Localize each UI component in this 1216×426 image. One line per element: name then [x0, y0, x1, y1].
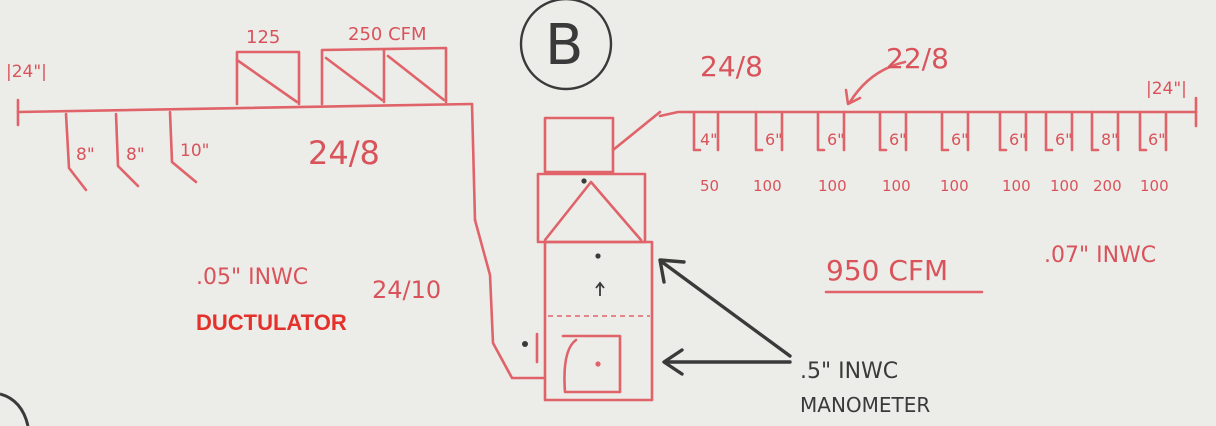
- partial-circle-mark: [0, 392, 30, 426]
- grille-250: [320, 46, 448, 106]
- left-end-dimension: |24"|: [6, 62, 47, 82]
- svg-text:6": 6": [1009, 130, 1027, 149]
- svg-text:100: 100: [753, 177, 782, 195]
- ductulator-label: DUCTULATOR: [196, 310, 347, 335]
- riser-duct: [473, 218, 547, 380]
- svg-text:100: 100: [1140, 177, 1169, 195]
- left-duct-run: [16, 98, 477, 222]
- svg-text:200: 200: [1093, 177, 1122, 195]
- svg-text:6": 6": [951, 130, 969, 149]
- svg-text:100: 100: [882, 177, 911, 195]
- right-pressure: .07" INWC: [1044, 243, 1156, 268]
- svg-text:6": 6": [1148, 130, 1166, 149]
- manometer-arrows: [658, 258, 792, 376]
- left-duct-size: 24/8: [308, 134, 380, 172]
- right-branch-1: 4" 50: [692, 110, 720, 195]
- left-branch-2: 8": [114, 112, 145, 188]
- svg-text:B: B: [545, 13, 583, 78]
- reducer-pointer-arrow: [844, 60, 907, 106]
- right-branch-7: 6" 100: [1044, 110, 1079, 195]
- left-branch-1: 8": [64, 112, 95, 192]
- right-branch-6: 6" 100: [998, 110, 1031, 195]
- manometer-label: MANOMETER: [800, 393, 930, 417]
- svg-text:8": 8": [76, 145, 95, 165]
- right-branch-9: 6" 100: [1138, 110, 1169, 195]
- right-duct-run: [658, 96, 1198, 128]
- svg-text:6": 6": [1055, 130, 1073, 149]
- svg-text:6": 6": [889, 130, 907, 149]
- left-pressure: .05" INWC: [196, 265, 308, 290]
- right-reduced-size: 22/8: [886, 42, 949, 75]
- right-branch-4: 6" 100: [878, 110, 911, 195]
- riser-size: 24/10: [372, 276, 441, 304]
- left-branch-3: 10": [168, 110, 209, 184]
- svg-text:8": 8": [126, 145, 145, 165]
- right-branch-5: 6" 100: [940, 110, 970, 195]
- svg-text:100: 100: [1050, 177, 1079, 195]
- total-cfm: 950 CFM: [826, 254, 948, 287]
- svg-text:10": 10": [180, 141, 209, 161]
- grille-250-label: 250 CFM: [348, 24, 427, 45]
- right-branch-8: 8" 200: [1090, 110, 1122, 195]
- svg-text:4": 4": [700, 130, 718, 149]
- air-handler-unit: [522, 110, 662, 402]
- svg-text:50: 50: [700, 177, 719, 195]
- grille-125-label: 125: [246, 27, 280, 48]
- system-letter-circle: B: [519, 0, 613, 91]
- svg-text:100: 100: [1002, 177, 1031, 195]
- svg-text:100: 100: [940, 177, 969, 195]
- svg-text:8": 8": [1101, 130, 1119, 149]
- grille-125: [235, 50, 301, 106]
- right-end-dimension: |24"|: [1146, 79, 1187, 99]
- manometer-pressure: .5" INWC: [800, 359, 898, 384]
- svg-text:6": 6": [765, 130, 783, 149]
- svg-text:6": 6": [827, 130, 845, 149]
- right-branch-2: 6" 100: [753, 110, 784, 195]
- right-main-size: 24/8: [700, 50, 763, 83]
- right-branch-3: 6" 100: [816, 110, 847, 195]
- svg-text:100: 100: [818, 177, 847, 195]
